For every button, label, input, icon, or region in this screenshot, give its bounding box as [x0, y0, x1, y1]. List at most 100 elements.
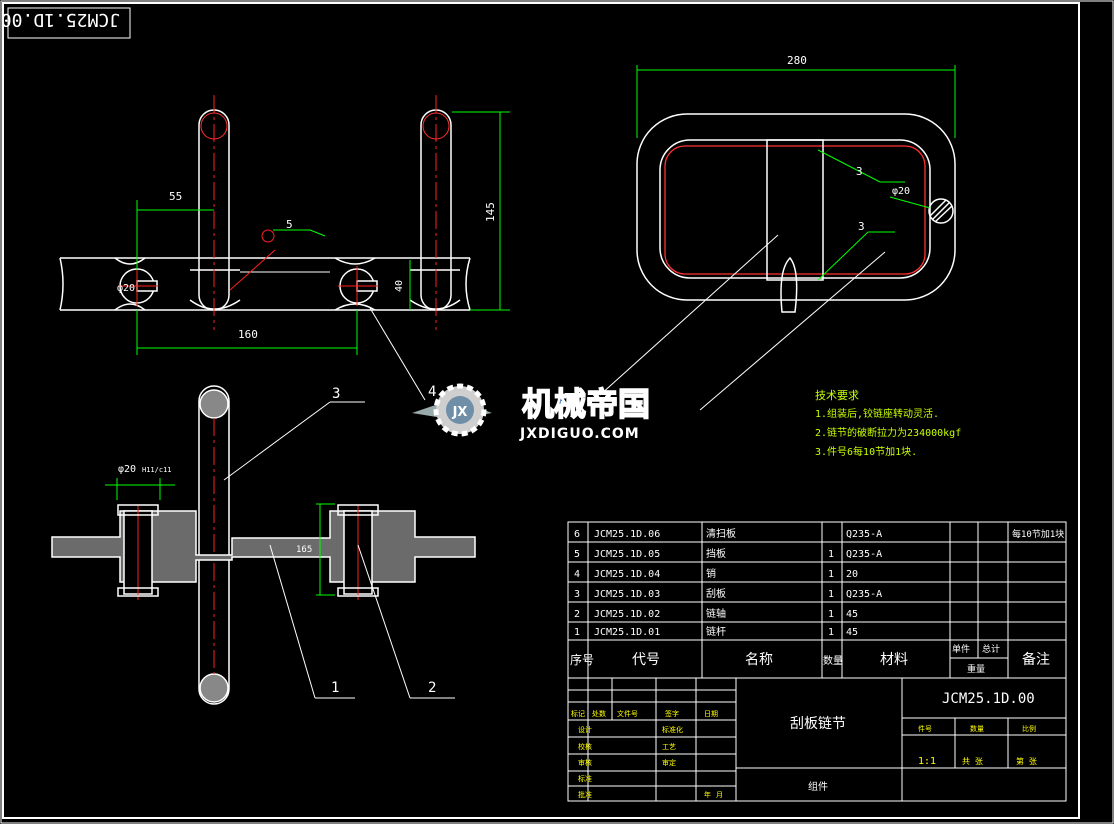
tb-name: 刮板链节	[790, 716, 846, 732]
bom-row-name: 链杆	[706, 625, 726, 638]
section-dims	[105, 478, 335, 596]
tb-label-review: 审核	[578, 758, 592, 767]
tb-code: JCM25.1D.00	[942, 691, 1035, 707]
tb-label-year: 年	[704, 790, 711, 799]
tb-label-month: 月	[716, 791, 723, 799]
bom-row-code: JCM25.1D.06	[594, 529, 660, 540]
rotated-code-box: JCM25.1D.00	[1, 7, 131, 39]
tb-label-approve: 审定	[662, 758, 676, 767]
bom-h-mat: 材料	[880, 652, 908, 668]
dim-phi20-bottom: φ20	[118, 464, 136, 475]
tech-title: 技术要求	[815, 389, 859, 402]
tech-note-1: 1.组装后,铰链座转动灵活.	[815, 407, 939, 420]
dim-phi20-top: φ20	[117, 283, 135, 294]
bom-row-no: 1	[574, 627, 580, 638]
front-dims	[136, 111, 510, 355]
front-view	[59, 109, 471, 311]
tb-ratio: 比例	[1022, 724, 1036, 733]
bom-row-mat: Q235-A	[846, 549, 882, 560]
callout-2: 2	[428, 680, 436, 696]
dim-3a: 3	[856, 165, 863, 178]
bom-h-note: 备注	[1022, 651, 1050, 668]
dim-145: 145	[484, 202, 497, 222]
watermark-domain: JXDIGUO.COM	[519, 426, 640, 442]
tb-label-standard: 标准	[578, 774, 592, 783]
bom-row-qty: 1	[828, 569, 834, 580]
tb-label-approve2: 批准	[578, 790, 592, 799]
bom-h-weight: 重量	[967, 663, 985, 675]
title-block: JCM25.1D.00 刮板链节 组件 1:1 件号 数量 比例 共 张 第 张…	[571, 691, 1037, 799]
centerlines	[118, 95, 450, 330]
tb-label-mark: 标记	[571, 709, 585, 718]
tb-label-sign: 签字	[665, 709, 679, 718]
bom-row-name: 挡板	[706, 547, 726, 560]
dim-phi20-right: φ20	[892, 186, 910, 197]
bom-row-qty: 1	[828, 549, 834, 560]
bom-table	[567, 521, 1067, 802]
callout-1: 1	[331, 680, 339, 696]
bom-row-name: 刮板	[706, 587, 726, 600]
dim-3b: 3	[858, 220, 865, 233]
tb-label-check: 校核	[578, 742, 592, 751]
bom-row-code: JCM25.1D.03	[594, 589, 660, 600]
tb-scale: 1:1	[918, 756, 936, 767]
watermark-emblem: JX	[452, 405, 468, 420]
tb-pieces: 件号	[918, 724, 932, 733]
section-leaders	[223, 307, 455, 699]
bom-h-qty: 数量	[823, 654, 843, 667]
dim-280: 280	[787, 54, 807, 67]
dim-5: 5	[286, 218, 293, 231]
tb-label-date: 日期	[704, 710, 718, 718]
bom-h-no: 序号	[570, 652, 594, 667]
bom-row-qty: 1	[828, 627, 834, 638]
rotated-code-text: JCM25.1D.00	[1, 9, 120, 30]
bom-row-qty: 1	[828, 589, 834, 600]
bom-row-mat: 45	[846, 627, 858, 638]
bom-row-mat: 45	[846, 609, 858, 620]
bom-row-qty: 1	[828, 609, 834, 620]
bom-row-name: 销	[706, 567, 716, 580]
dim-40: 40	[394, 280, 405, 292]
bom-row-code: JCM25.1D.05	[594, 549, 660, 560]
tech-note-3: 3.件号6每10节加1块.	[815, 445, 917, 458]
watermark-brand: 机械帝国	[522, 385, 650, 423]
bom-row-no: 4	[574, 569, 580, 580]
tb-type: 组件	[808, 780, 828, 793]
tb-label-count: 处数	[592, 709, 606, 718]
inner-border	[2, 2, 1080, 819]
bom-h-name: 名称	[745, 652, 773, 668]
callout-4: 4	[428, 384, 436, 400]
dim-55: 55	[169, 190, 182, 203]
dim-160: 160	[238, 328, 258, 341]
bom-row-code: JCM25.1D.04	[594, 569, 660, 580]
bom-row-no: 3	[574, 589, 580, 600]
bom-row-no: 2	[574, 609, 580, 620]
tb-label-std: 标准化	[662, 725, 683, 734]
plan-leaders	[599, 234, 886, 411]
tb-sheet-total: 共 张	[962, 757, 983, 766]
bom-row-name: 清扫板	[706, 527, 736, 540]
bom-rows: 6 JCM25.1D.06 清扫板 Q235-A 每10节加1块 5 JCM25…	[574, 527, 1064, 638]
bom-row-code: JCM25.1D.01	[594, 627, 660, 638]
tb-weight: 数量	[970, 724, 984, 733]
section-view	[51, 385, 476, 705]
tb-label-file: 文件号	[617, 709, 638, 718]
plan-view	[636, 113, 956, 313]
tb-label-process: 工艺	[662, 743, 676, 751]
tech-note-2: 2.链节的破断拉力为234000kgf	[815, 426, 961, 439]
dim-165: 165	[296, 545, 312, 555]
bom-row-name: 链轴	[706, 607, 726, 620]
plan-dims	[636, 65, 956, 281]
bom-row-code: JCM25.1D.02	[594, 609, 660, 620]
bom-row-mat: Q235-A	[846, 589, 882, 600]
bom-h-unit: 单件	[952, 643, 970, 655]
tb-label-design: 设计	[578, 725, 592, 734]
bom-row-mat: Q235-A	[846, 529, 882, 540]
bom-row-no: 6	[574, 529, 580, 540]
bom-header: 序号 代号 名称 数量 材料 单件 总计 重量 备注	[570, 643, 1050, 675]
bom-row-mat: 20	[846, 569, 858, 580]
bom-h-total: 总计	[982, 643, 1000, 655]
callout-3: 3	[332, 386, 340, 402]
